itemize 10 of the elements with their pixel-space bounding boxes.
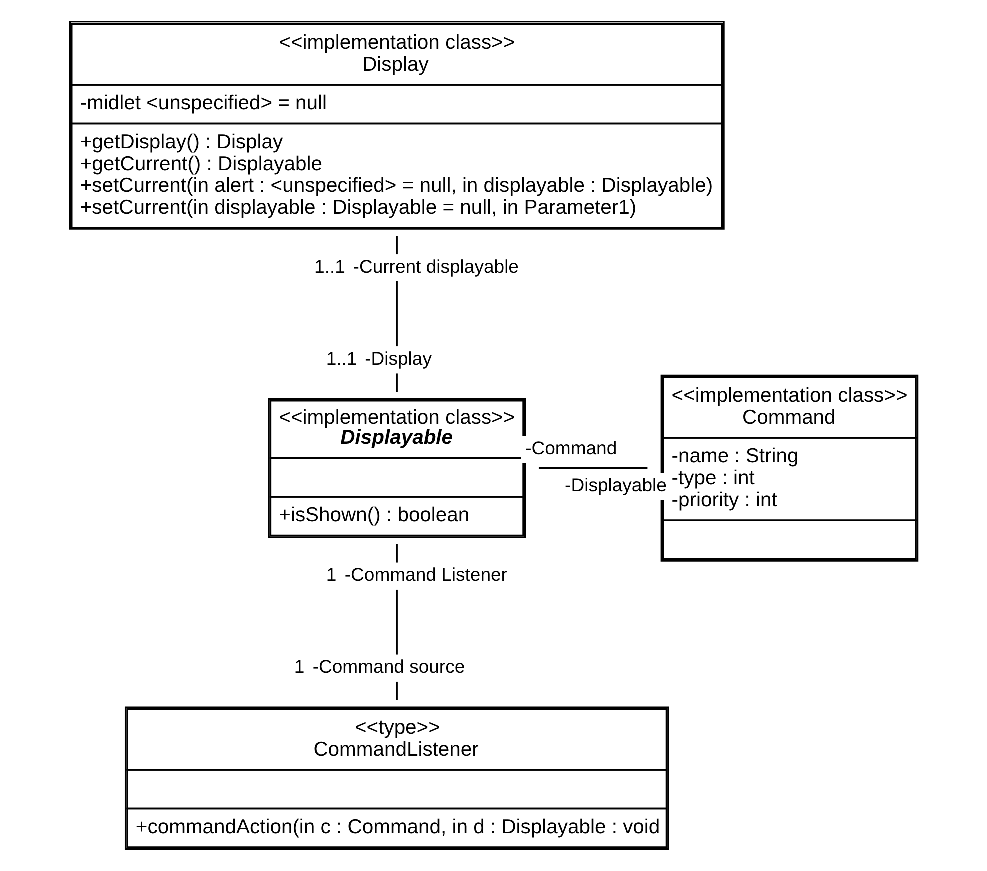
connector: [538, 468, 648, 470]
label: 1: [326, 564, 336, 586]
label: -Display: [364, 348, 432, 369]
label: 1..1: [326, 348, 357, 369]
label: 1..1: [314, 256, 345, 277]
label: -Command: [525, 438, 617, 459]
label: -Command source: [312, 656, 465, 678]
label: -Current displayable: [352, 256, 519, 277]
label: -Command Listener: [344, 564, 507, 586]
label: 1: [294, 656, 304, 678]
